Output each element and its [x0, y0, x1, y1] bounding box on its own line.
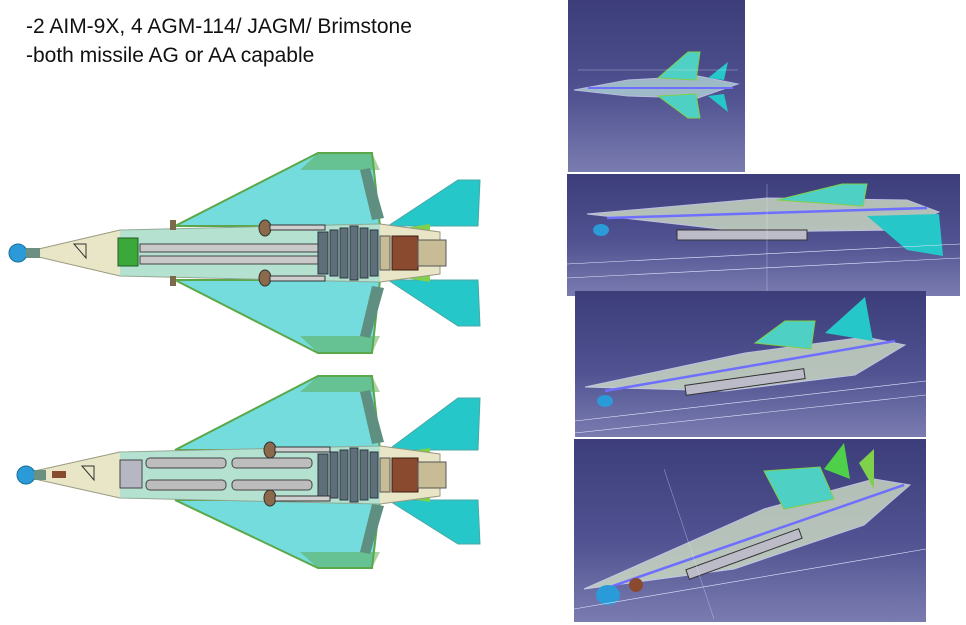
- caption-line-2: -both missile AG or AA capable: [26, 44, 315, 67]
- cad-view-4: [574, 439, 926, 622]
- cad-view-2: [567, 174, 960, 296]
- cad-view-3: [575, 291, 926, 437]
- aircraft-top-view-2: [16, 375, 481, 569]
- cad-view-1: [568, 0, 745, 172]
- caption: -2 AIM-9X, 4 AGM-114/ JAGM/ Brimstone -b…: [26, 12, 546, 70]
- aircraft-top-view-1: [8, 152, 481, 354]
- caption-line-1: -2 AIM-9X, 4 AGM-114/ JAGM/ Brimstone: [26, 15, 412, 38]
